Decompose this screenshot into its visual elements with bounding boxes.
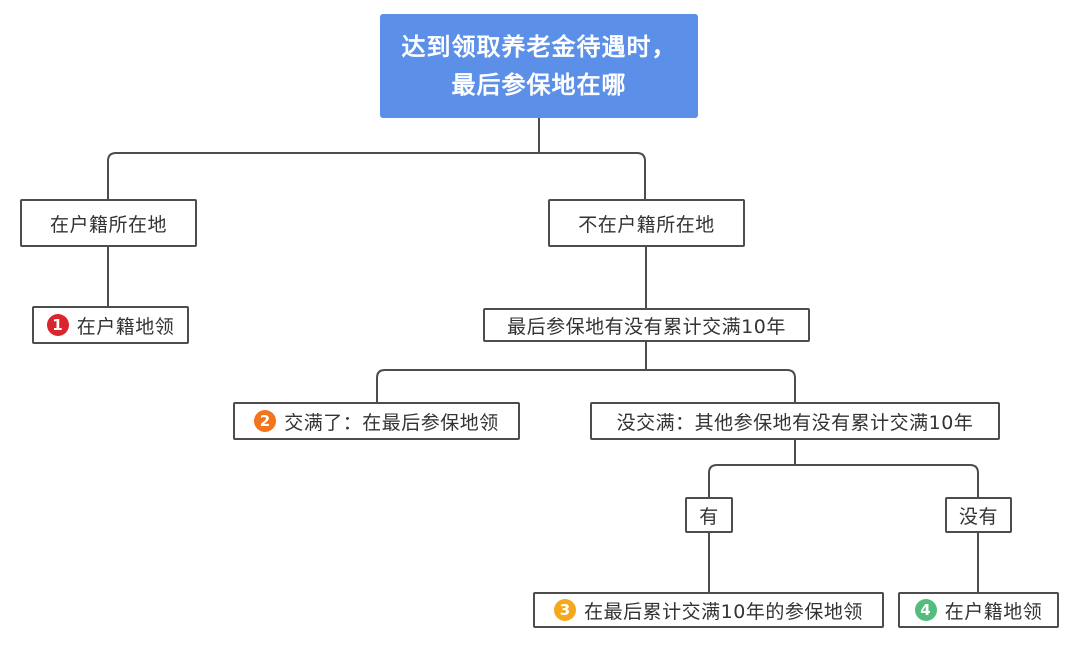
root-title-line1: 达到领取养老金待遇时， — [401, 33, 677, 61]
node-has-not-label: 没有 — [958, 505, 998, 528]
node-last-place-10y-label: 最后参保地有没有累计交满10年 — [507, 315, 786, 338]
connector-level1-branch — [107, 152, 646, 199]
root-title-line2: 最后参保地在哪 — [451, 71, 627, 99]
node-at-hukou: 在户籍所在地 — [20, 199, 197, 247]
node-not-at-hukou: 不在户籍所在地 — [548, 199, 745, 247]
result-2-label: 交满了：在最后参保地领 — [284, 411, 499, 434]
result-3-label: 在最后累计交满10年的参保地领 — [584, 600, 863, 623]
connector-level2-branch — [376, 369, 796, 402]
node-result-4: 4 在户籍地领 — [898, 592, 1059, 628]
node-not-at-hukou-label: 不在户籍所在地 — [578, 213, 715, 236]
node-not-full-label: 没交满：其他参保地有没有累计交满10年 — [616, 411, 974, 434]
connector-level3-branch — [708, 464, 979, 497]
node-has-not: 没有 — [945, 497, 1012, 533]
result-4-label: 在户籍地领 — [944, 600, 1043, 623]
badge-3-icon: 3 — [554, 599, 577, 621]
result-1-label: 在户籍地领 — [76, 315, 175, 338]
node-result-1: 1 在户籍地领 — [32, 306, 189, 344]
node-has: 有 — [685, 497, 733, 533]
badge-4-icon: 4 — [914, 599, 937, 621]
node-not-full-other-places: 没交满：其他参保地有没有累计交满10年 — [590, 402, 1000, 440]
badge-2-icon: 2 — [254, 410, 277, 432]
node-root-question: 达到领取养老金待遇时， 最后参保地在哪 — [380, 14, 698, 118]
node-result-2: 2 交满了：在最后参保地领 — [233, 402, 520, 440]
node-result-3: 3 在最后累计交满10年的参保地领 — [533, 592, 884, 628]
node-has-label: 有 — [699, 505, 719, 528]
node-last-place-10y: 最后参保地有没有累计交满10年 — [483, 308, 810, 342]
node-at-hukou-label: 在户籍所在地 — [49, 213, 167, 236]
badge-1-icon: 1 — [46, 314, 69, 336]
